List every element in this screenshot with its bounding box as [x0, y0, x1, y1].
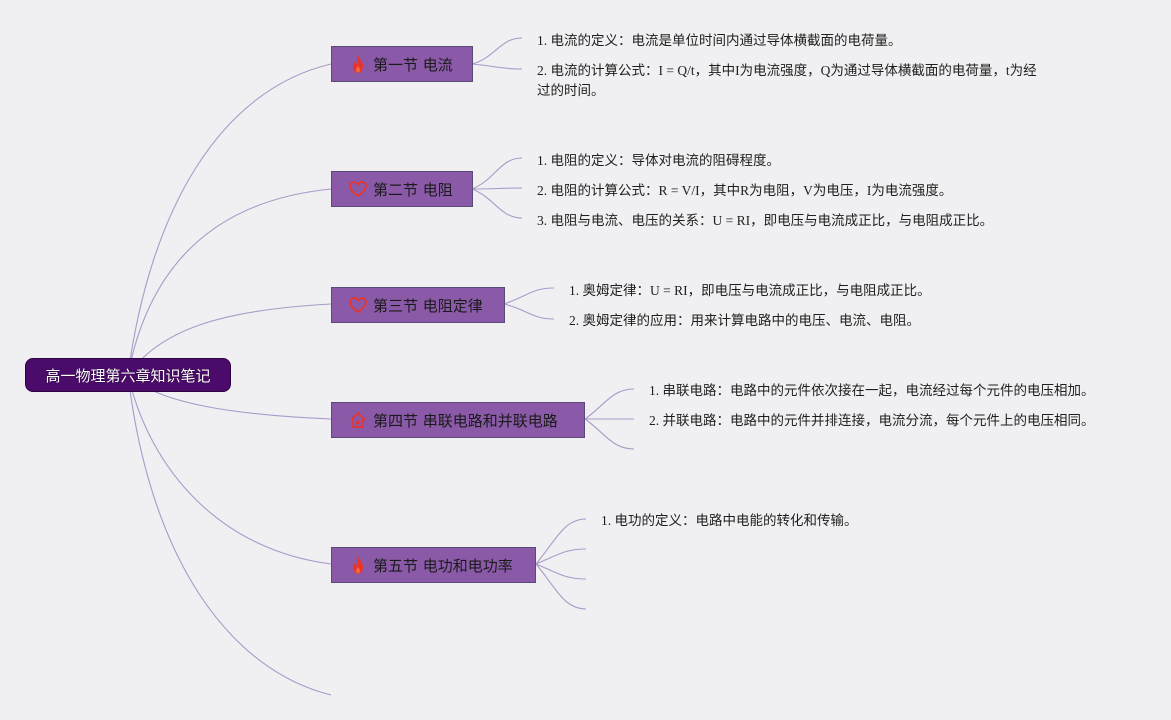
connector-s1-leaf2	[471, 63, 523, 70]
root-title: 高一物理第六章知识笔记	[45, 366, 211, 385]
connector-root-s2	[127, 188, 332, 376]
leaf-2-1[interactable]: 1. 电阻的定义：导体对电流的阻碍程度。	[537, 153, 780, 168]
leaf-2-3[interactable]: 3. 电阻与电流、电压的关系：U = RI，即电压与电流成正比，与电阻成正比。	[537, 213, 994, 228]
connector-root-s1	[127, 63, 332, 376]
section-node-5[interactable]: 第五节 电功和电功率	[331, 547, 536, 583]
connector-s1-leaf1	[471, 37, 523, 65]
heart-icon	[348, 295, 368, 315]
connector-root-extra	[127, 374, 332, 696]
section-title-1: 第一节 电流	[373, 55, 453, 74]
leaf-5-1[interactable]: 1. 电功的定义：电路中电能的转化和传输。	[601, 513, 858, 528]
section-title-5: 第五节 电功和电功率	[373, 556, 513, 575]
connector-s2-leaf3	[471, 188, 523, 219]
connector-s2-leaf1	[471, 157, 523, 190]
leaf-2-2[interactable]: 2. 电阻的计算公式：R = V/I，其中R为电阻，V为电压，I为电流强度。	[537, 183, 953, 198]
heart-icon	[348, 179, 368, 199]
fire-icon	[348, 54, 368, 74]
connector-root-s5	[127, 374, 332, 565]
connector-s5-leaf2	[535, 548, 587, 565]
section-node-1[interactable]: 第一节 电流	[331, 46, 473, 82]
connector-s4-leaf1	[584, 388, 635, 420]
section-node-4[interactable]: 第四节 串联电路和并联电路	[331, 402, 585, 438]
connector-s5-leaf1	[535, 518, 587, 565]
leaf-3-2[interactable]: 2. 奥姆定律的应用：用来计算电路中的电压、电流、电阻。	[569, 313, 920, 328]
connector-s3-leaf1	[503, 287, 555, 305]
connector-s5-leaf3	[535, 563, 587, 580]
leaf-4-1[interactable]: 1. 串联电路：电路中的元件依次接在一起，电流经过每个元件的电压相加。	[649, 383, 1095, 398]
section-node-2[interactable]: 第二节 电阻	[331, 171, 473, 207]
leaf-4-2[interactable]: 2. 并联电路：电路中的元件并排连接，电流分流，每个元件上的电压相同。	[649, 413, 1095, 428]
leaf-1-2[interactable]: 2. 电流的计算公式：I = Q/t，其中I为电流强度，Q为通过导体横截面的电荷…	[537, 63, 1037, 98]
section-node-3[interactable]: 第三节 电阻定律	[331, 287, 505, 323]
connector-s4-leaf3	[584, 418, 635, 450]
root-node[interactable]: 高一物理第六章知识笔记	[25, 358, 231, 392]
connector-s3-leaf2	[503, 303, 555, 320]
connector-s5-leaf4	[535, 563, 587, 610]
leaf-3-1[interactable]: 1. 奥姆定律：U = RI，即电压与电流成正比，与电阻成正比。	[569, 283, 931, 298]
section-title-2: 第二节 电阻	[373, 180, 453, 199]
connector-s2-leaf2	[471, 187, 523, 190]
section-title-3: 第三节 电阻定律	[373, 296, 483, 315]
section-title-4: 第四节 串联电路和并联电路	[373, 411, 558, 430]
leaf-1-1[interactable]: 1. 电流的定义：电流是单位时间内通过导体横截面的电荷量。	[537, 33, 902, 48]
fire-icon	[348, 555, 368, 575]
house-icon	[348, 410, 368, 430]
